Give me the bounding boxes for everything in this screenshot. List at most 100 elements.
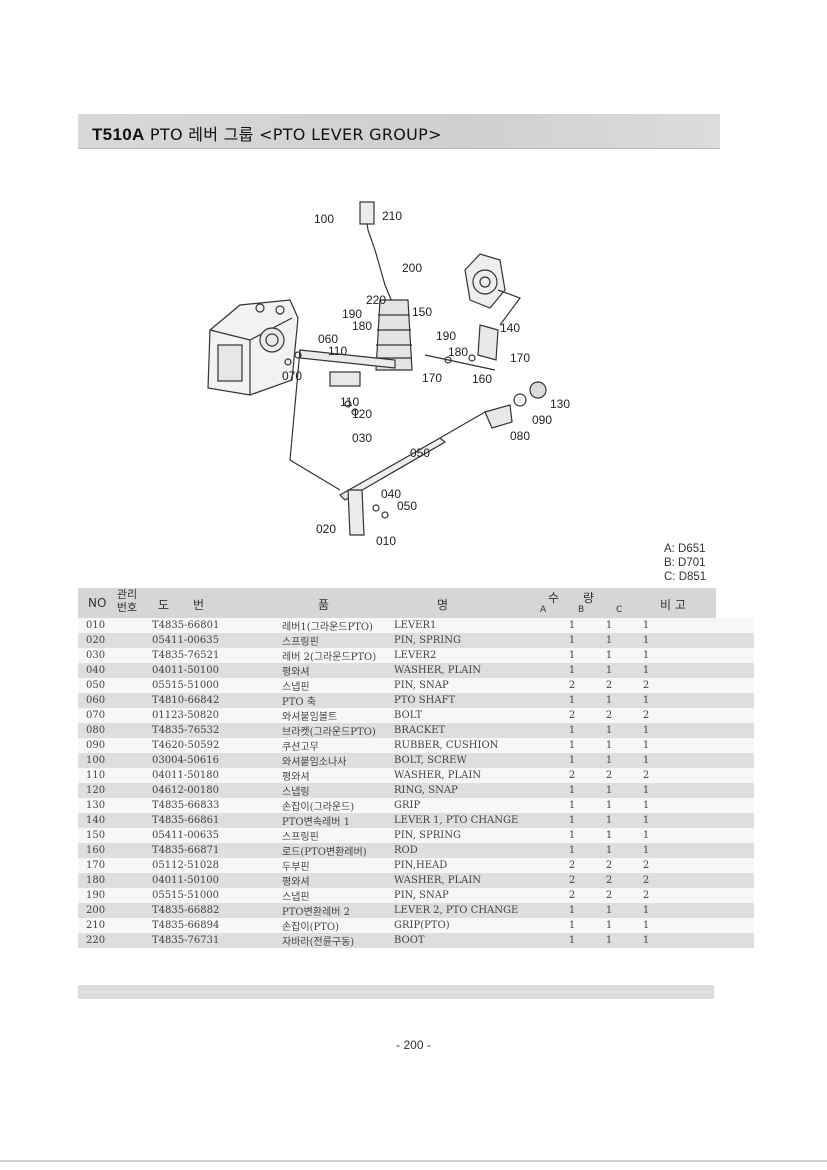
part-name-ko: 스냅핀	[278, 678, 394, 693]
note-cell	[664, 813, 754, 828]
part-no: 090	[78, 738, 126, 753]
callout-label: 130	[550, 397, 570, 411]
header-qty: 수 량	[548, 591, 595, 605]
note-cell	[664, 933, 754, 948]
part-name-ko: 스프링핀	[278, 633, 394, 648]
callout-label: 050	[410, 446, 430, 460]
qty-b: 1	[590, 903, 628, 918]
part-no: 060	[78, 693, 126, 708]
qty-b: 1	[590, 798, 628, 813]
part-no: 150	[78, 828, 126, 843]
part-number: 04011-50100	[126, 873, 278, 888]
part-name-ko: PTO 축	[278, 693, 394, 708]
note-cell	[664, 873, 754, 888]
part-number: T4835-66833	[126, 798, 278, 813]
part-number: 05112-51028	[126, 858, 278, 873]
part-number: T4835-66871	[126, 843, 278, 858]
note-cell	[664, 753, 754, 768]
qty-a: 2	[554, 708, 590, 723]
qty-c: 1	[628, 843, 664, 858]
qty-a: 2	[554, 888, 590, 903]
part-number: 04011-50100	[126, 663, 278, 678]
part-name-ko: 자바라(전륜구동)	[278, 933, 394, 948]
qty-b: 1	[590, 693, 628, 708]
note-cell	[664, 843, 754, 858]
title-text: PTO 레버 그룹 <PTO LEVER GROUP>	[149, 125, 442, 144]
qty-b: 1	[590, 933, 628, 948]
note-cell	[664, 918, 754, 933]
part-name-en: RING, SNAP	[394, 783, 554, 798]
part-number: T4835-66882	[126, 903, 278, 918]
qty-c: 1	[628, 738, 664, 753]
callout-label: 070	[282, 369, 302, 383]
part-number: T4835-66861	[126, 813, 278, 828]
qty-c: 1	[628, 723, 664, 738]
part-no: 020	[78, 633, 126, 648]
callout-label: 060	[318, 332, 338, 346]
part-no: 170	[78, 858, 126, 873]
note-cell	[664, 648, 754, 663]
part-name-en: LEVER 1, PTO CHANGE	[394, 813, 554, 828]
part-name-ko: 손잡이(PTO)	[278, 918, 394, 933]
part-number: T4810-66842	[126, 693, 278, 708]
header-mgmt: 관리 번호	[116, 588, 138, 614]
part-no: 080	[78, 723, 126, 738]
qty-c: 2	[628, 768, 664, 783]
callout-label: 110	[340, 395, 359, 409]
part-no: 100	[78, 753, 126, 768]
qty-b: 1	[590, 753, 628, 768]
part-name-ko: 로드(PTO변환레버)	[278, 843, 394, 858]
part-number: T4835-66801	[126, 618, 278, 633]
part-number: T4620-50592	[126, 738, 278, 753]
callout-label: 140	[500, 321, 520, 335]
qty-b: 1	[590, 813, 628, 828]
callout-label: 170	[422, 371, 442, 385]
qty-a: 1	[554, 723, 590, 738]
part-name-en: BRACKET	[394, 723, 554, 738]
part-name-en: PIN, SPRING	[394, 828, 554, 843]
part-name-en: WASHER, PLAIN	[394, 873, 554, 888]
header-name: 품 명	[318, 598, 449, 612]
qty-b: 1	[590, 918, 628, 933]
part-name-en: WASHER, PLAIN	[394, 768, 554, 783]
part-number: 05411-00635	[126, 633, 278, 648]
qty-b: 1	[590, 648, 628, 663]
callout-label: 030	[352, 431, 372, 445]
qty-a: 1	[554, 633, 590, 648]
callout-label: 190	[436, 329, 456, 343]
exploded-parts-diagram: 100 210 200 220 190 180 150 060 110 140 …	[207, 201, 570, 548]
qty-a: 2	[554, 858, 590, 873]
part-number: T4835-76532	[126, 723, 278, 738]
part-number: 03004-50616	[126, 753, 278, 768]
qty-c: 2	[628, 708, 664, 723]
part-number: 01123-50820	[126, 708, 278, 723]
part-name-en: LEVER 2, PTO CHANGE	[394, 903, 554, 918]
title-bar: T510A PTO 레버 그룹 <PTO LEVER GROUP>	[78, 114, 720, 149]
header-no: NO	[88, 596, 107, 610]
model-a: A: D651	[664, 543, 706, 555]
bottom-rule	[0, 1160, 827, 1162]
part-number: T4835-66894	[126, 918, 278, 933]
part-no: 070	[78, 708, 126, 723]
note-cell	[664, 633, 754, 648]
part-number: T4835-76521	[126, 648, 278, 663]
callout-label: 040	[381, 487, 401, 501]
header-c: C	[616, 605, 623, 615]
qty-a: 1	[554, 753, 590, 768]
part-no: 120	[78, 783, 126, 798]
part-no: 190	[78, 888, 126, 903]
note-cell	[664, 663, 754, 678]
part-name-en: PIN,HEAD	[394, 858, 554, 873]
note-cell	[664, 798, 754, 813]
note-cell	[664, 888, 754, 903]
